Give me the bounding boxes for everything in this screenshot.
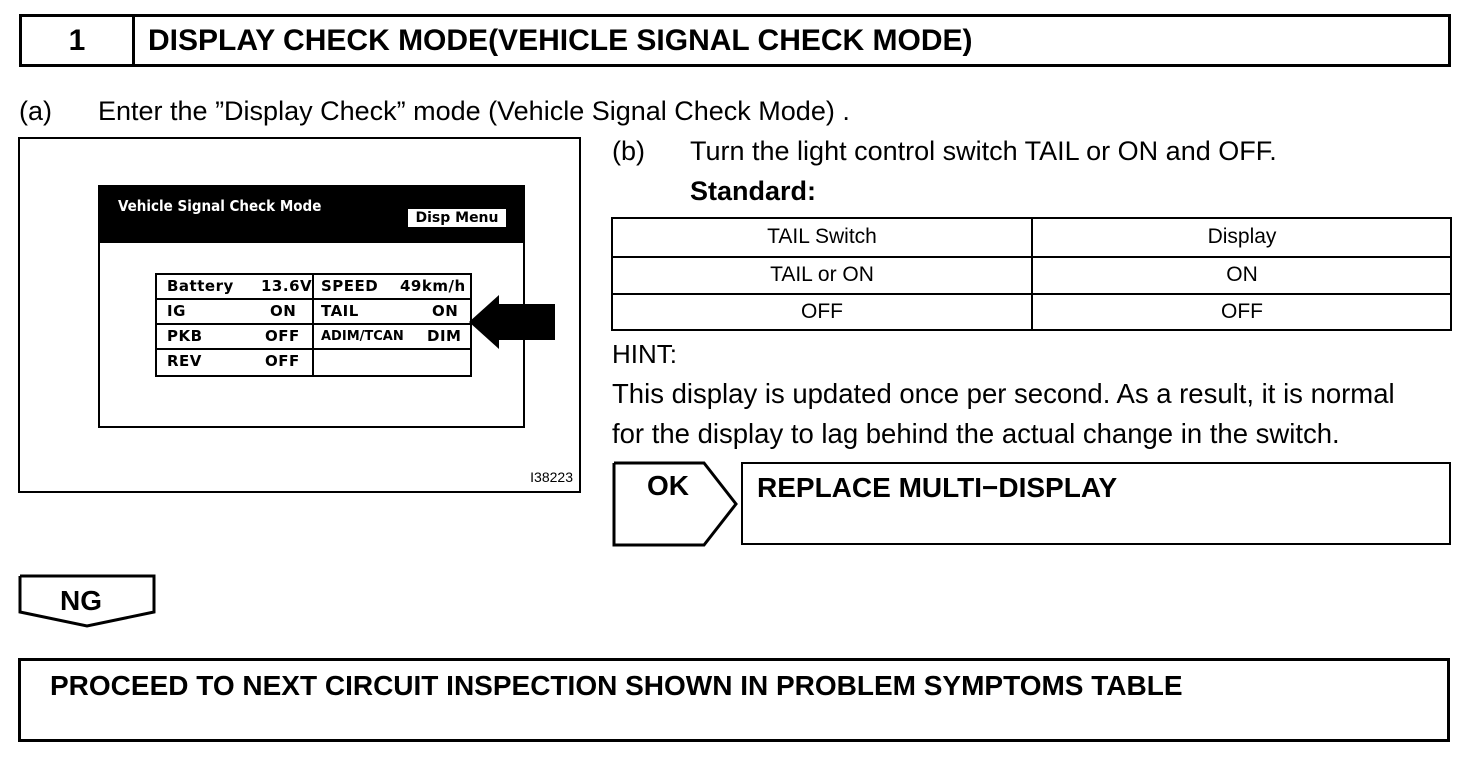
signal-value: OFF	[265, 352, 300, 370]
signal-label: REV	[167, 352, 202, 370]
hint-label: HINT:	[612, 339, 677, 369]
display-illustration: Vehicle Signal Check Mode Disp Menu Batt…	[18, 137, 581, 493]
ok-result-text: REPLACE MULTI−DISPLAY	[757, 472, 1118, 503]
step-b-text: Turn the light control switch TAIL or ON…	[690, 136, 1277, 166]
signal-row: PKB OFF ADIM/TCAN DIM	[157, 325, 470, 350]
screen-title-bar: Vehicle Signal Check Mode Disp Menu	[100, 187, 523, 243]
ng-label: NG	[60, 585, 102, 616]
signal-table-divider	[312, 275, 314, 375]
step-a-text: Enter the ”Display Check” mode (Vehicle …	[98, 96, 850, 126]
pointer-arrow-icon	[469, 295, 555, 349]
signal-label: PKB	[167, 327, 203, 345]
figure-code: I38223	[530, 469, 573, 485]
signal-row: IG ON TAIL ON	[157, 300, 470, 325]
step-header: 1 DISPLAY CHECK MODE(VEHICLE SIGNAL CHEC…	[19, 14, 1451, 67]
signal-row: REV OFF	[157, 350, 312, 375]
signal-value: ON	[432, 302, 459, 320]
table-header: TAIL Switch	[767, 225, 877, 248]
step-number: 1	[22, 17, 135, 64]
step-title: DISPLAY CHECK MODE(VEHICLE SIGNAL CHECK …	[148, 24, 973, 57]
table-cell: OFF	[1221, 300, 1263, 323]
signal-label: ADIM/TCAN	[321, 329, 404, 344]
display-screen: Vehicle Signal Check Mode Disp Menu Batt…	[98, 185, 525, 428]
table-header: Display	[1207, 225, 1277, 248]
signal-value: DIM	[427, 327, 462, 345]
ok-result-box: REPLACE MULTI−DISPLAY	[741, 462, 1451, 545]
signal-value: 49km/h	[400, 277, 466, 295]
table-divider	[613, 293, 1450, 295]
table-divider	[1031, 219, 1033, 329]
signal-value: ON	[270, 302, 297, 320]
step-a-label: (a)	[19, 96, 52, 126]
signal-label: SPEED	[321, 277, 379, 295]
signal-label: TAIL	[321, 302, 359, 320]
table-divider	[613, 256, 1450, 258]
signal-row: Battery 13.6V SPEED 49km/h	[157, 275, 470, 300]
hint-line-2: for the display to lag behind the actual…	[612, 418, 1340, 449]
screen-title: Vehicle Signal Check Mode	[118, 197, 322, 215]
standard-table: TAIL Switch Display TAIL or ON ON OFF OF…	[611, 217, 1452, 331]
signal-table: Battery 13.6V SPEED 49km/h IG ON TAIL ON…	[155, 273, 472, 377]
table-cell: ON	[1226, 263, 1258, 286]
disp-menu-button: Disp Menu	[406, 207, 508, 229]
standard-label: Standard:	[690, 176, 817, 206]
ok-label: OK	[647, 470, 689, 501]
table-cell: OFF	[801, 300, 843, 323]
table-cell: TAIL or ON	[770, 263, 874, 286]
ng-arrow-icon	[18, 574, 156, 628]
ok-arrow-icon	[612, 461, 738, 547]
signal-label: Battery	[167, 277, 234, 295]
signal-label: IG	[167, 302, 186, 320]
ng-result-text: PROCEED TO NEXT CIRCUIT INSPECTION SHOWN…	[50, 670, 1183, 701]
signal-value: OFF	[265, 327, 300, 345]
signal-value: 13.6V	[261, 277, 313, 295]
hint-line-1: This display is updated once per second.…	[612, 378, 1395, 409]
ng-result-box: PROCEED TO NEXT CIRCUIT INSPECTION SHOWN…	[18, 658, 1450, 742]
step-b-label: (b)	[612, 136, 645, 166]
